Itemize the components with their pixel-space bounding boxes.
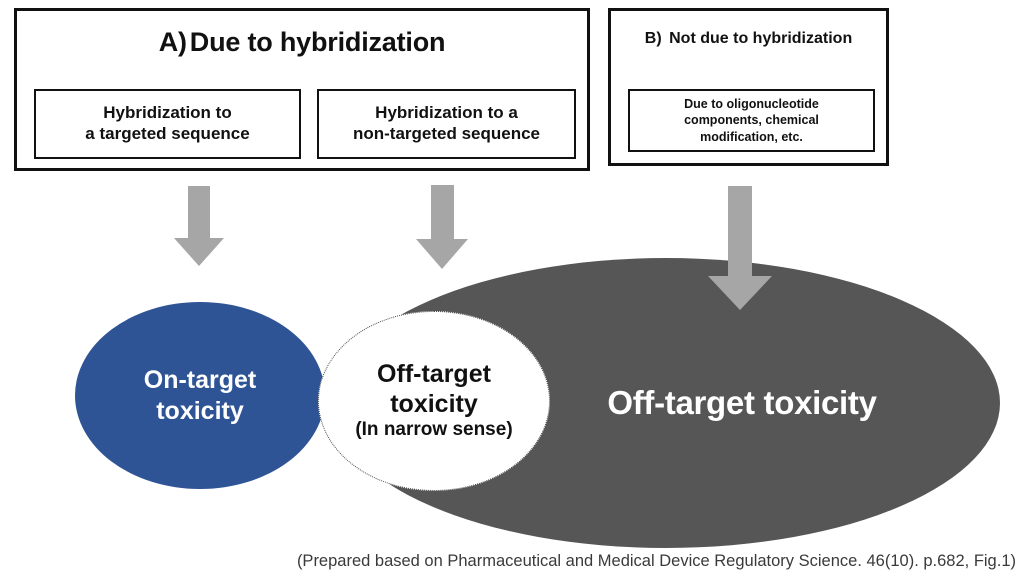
category-b-item-0-line2: components, chemical — [684, 113, 819, 128]
category-a-item-0-line1: Hybridization to — [103, 103, 232, 123]
on-target-label-line1: On-target — [143, 366, 257, 394]
off-target-narrow-label-line2: toxicity — [390, 389, 478, 418]
category-a-item-0-line2: a targeted sequence — [85, 124, 250, 143]
off-target-narrow-label: Off-target toxicity (In narrow sense) — [355, 360, 512, 441]
off-target-narrow-label-line1: Off-target — [377, 360, 491, 389]
on-target-ellipse: On-target toxicity — [75, 302, 325, 489]
category-b-title-text: Not due to hybridization — [669, 30, 853, 47]
category-b-item-0-line1: Due to oligonucleotide — [684, 97, 819, 112]
category-a-item-1-line1: Hybridization to a — [375, 103, 518, 123]
on-target-label-line2: toxicity — [156, 396, 244, 425]
down-arrow-icon-off-target-broad — [708, 186, 772, 310]
on-target-label: On-target toxicity — [144, 365, 257, 426]
category-b-item-0: Due to oligonucleotide components, chemi… — [628, 89, 875, 152]
off-target-narrow-ellipse: Off-target toxicity (In narrow sense) — [318, 311, 550, 491]
category-box-a: A)Due to hybridization Hybridization to … — [14, 8, 590, 171]
category-a-item-1: Hybridization to a non-targeted sequence — [317, 89, 576, 159]
down-arrow-icon-on-target — [174, 186, 224, 266]
category-box-b: B) Not due to hybridization Due to oligo… — [608, 8, 889, 166]
category-b-letter: B) — [644, 30, 662, 47]
off-target-narrow-label-line3: (In narrow sense) — [355, 419, 513, 441]
category-b-item-0-line3: modification, etc. — [700, 129, 803, 144]
down-arrow-icon-off-target-narrow — [416, 185, 468, 269]
category-a-letter: A) — [158, 27, 187, 57]
category-b-title: B) Not due to hybridization — [611, 30, 886, 48]
off-target-broad-label: Off-target toxicity — [607, 384, 877, 421]
category-a-title-text: Due to hybridization — [189, 27, 446, 57]
category-a-item-0: Hybridization to a targeted sequence — [34, 89, 301, 159]
category-a-title: A)Due to hybridization — [17, 27, 587, 58]
category-a-item-1-line2: non-targeted sequence — [352, 124, 541, 143]
source-caption: (Prepared based on Pharmaceutical and Me… — [296, 552, 1016, 570]
